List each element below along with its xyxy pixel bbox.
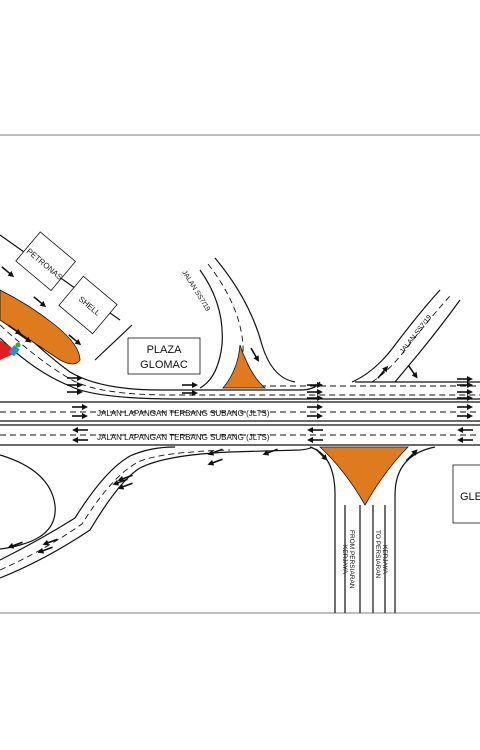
island-petrol [0, 289, 81, 365]
arrow-icon [117, 482, 133, 490]
petrol-station-area: PETRONAS SHELL [0, 231, 133, 365]
arrow-icon [68, 334, 82, 346]
arrow-icon [37, 546, 53, 554]
arrow-icon [405, 449, 418, 462]
red-marker [0, 340, 18, 360]
arrow-icon [112, 478, 128, 486]
jalan-ss7-19-left [199, 257, 296, 389]
arrow-icon [457, 382, 473, 388]
arrow-icon [407, 364, 418, 379]
arrow-icon [72, 427, 88, 433]
arrow-icon [17, 332, 32, 343]
arrow-icon [457, 404, 473, 410]
arrow-icon [457, 437, 473, 443]
arrow-icon [72, 437, 88, 443]
arrow-icon [457, 413, 473, 419]
island-persiaran-kerjaya [318, 446, 409, 506]
gle-box [452, 464, 480, 524]
arrow-icon [7, 541, 23, 549]
arrow-icon [457, 427, 473, 433]
arrow-icon [262, 448, 278, 456]
arrow-icon [307, 404, 323, 410]
arrow-icon [307, 382, 323, 388]
petronas-box [15, 231, 77, 292]
arrow-icon [207, 448, 223, 456]
arrow-icon [117, 474, 133, 482]
arrow-icon [457, 376, 473, 382]
arrow-icon [182, 382, 198, 388]
jlts-highway [0, 401, 480, 446]
arrow-icon [67, 382, 83, 388]
arrow-icon [307, 389, 323, 395]
arrow-icon [250, 347, 259, 362]
top-service-road [0, 309, 480, 400]
from-persiaran-label-2: KERJAYA [341, 545, 348, 574]
arrow-icon [457, 389, 473, 395]
to-persiaran-label-2: KERJAYA [381, 545, 388, 574]
arrow-icon [315, 448, 328, 461]
plaza-label-line2: GLOMAC [140, 359, 188, 371]
arrow-icon [307, 437, 323, 443]
arrow-icon [307, 427, 323, 433]
green-marker [15, 342, 21, 348]
arrow-icon [377, 365, 389, 379]
persiaran-kerjaya-roads [309, 446, 436, 613]
shell-box [58, 275, 118, 335]
arrow-icon [457, 395, 473, 401]
arrow-icon [67, 389, 83, 395]
arrow-icon [72, 404, 88, 410]
blue-marker [8, 345, 20, 357]
gle-label: GLE [460, 491, 480, 503]
lane-arrows [1, 266, 473, 554]
arrow-icon [72, 413, 88, 419]
to-persiaran-label-1: TO PERSIARAN [374, 530, 381, 579]
arrow-icon [182, 390, 198, 396]
from-persiaran-label-1: FROM PERSIARAN [348, 530, 355, 589]
arrow-icon [1, 266, 15, 278]
arrow-icon [207, 458, 223, 466]
jlts-top-label: JALAN LAPANGAN TERBANG SUBANG (JLTS) [97, 409, 270, 418]
jalan-ss7-19-right [351, 289, 461, 383]
south-ramp-loop [0, 446, 313, 579]
plaza-glomac-box [127, 337, 201, 375]
arrow-icon [42, 538, 58, 546]
arrow-icon [307, 413, 323, 419]
arrow-icon [67, 375, 83, 381]
island-ss7-19-left [222, 344, 267, 389]
plaza-label-line1: PLAZA [147, 344, 183, 356]
arrow-icon [33, 296, 47, 308]
jlts-bottom-label: JALAN LAPANGAN TERBANG SUBANG (JLTS) [97, 433, 270, 442]
arrow-icon [7, 324, 22, 335]
jalan-ss7-19-right-label: JALAN SS7/19 [399, 314, 433, 355]
arrow-icon [307, 395, 323, 401]
jalan-ss7-19-left-label: JALAN SS7/19 [180, 269, 211, 312]
